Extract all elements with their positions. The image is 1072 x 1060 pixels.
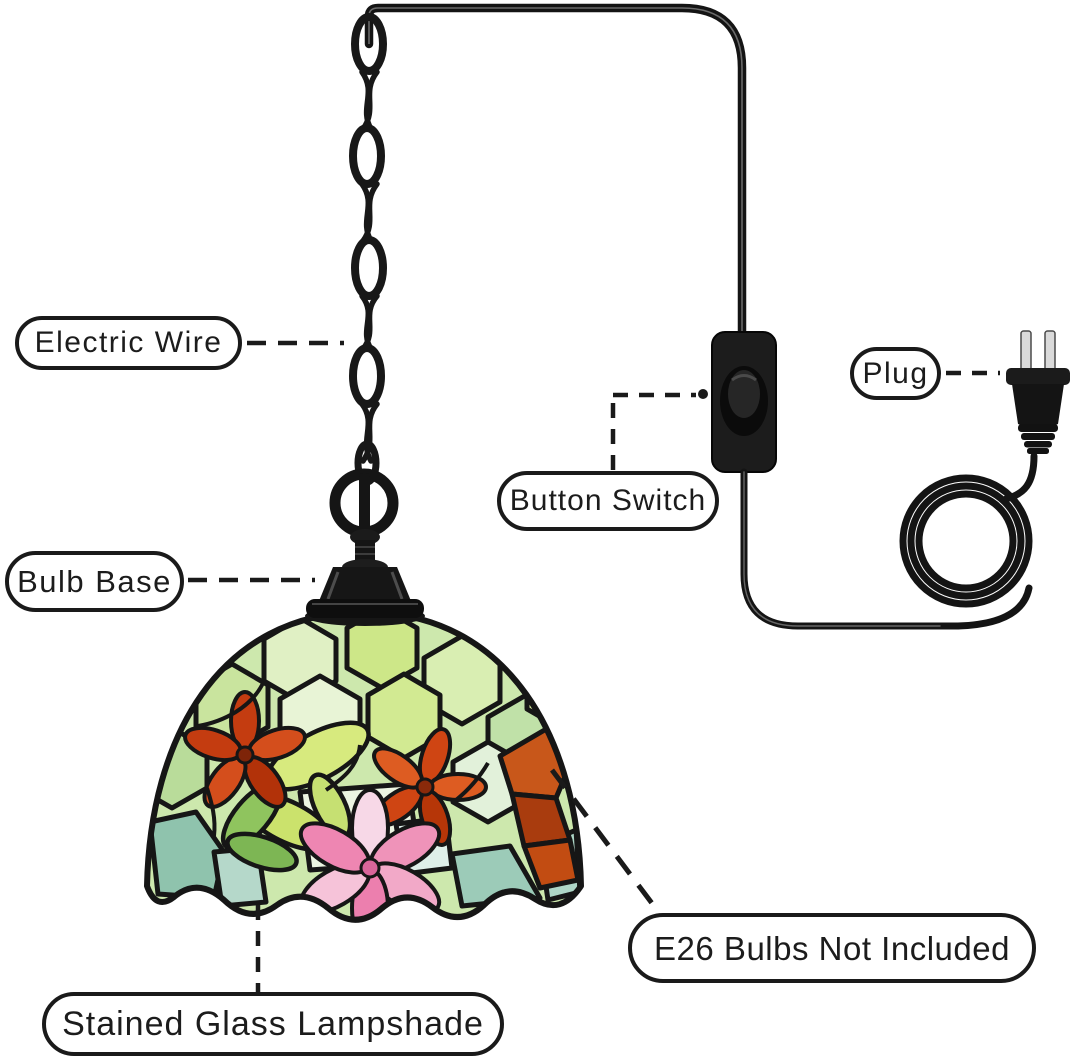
stained-glass-lampshade bbox=[144, 606, 584, 923]
bulb-base bbox=[306, 529, 424, 618]
label-button-switch: Button Switch bbox=[497, 471, 719, 531]
label-electric-wire: Electric Wire bbox=[15, 316, 242, 370]
label-bulb-base: Bulb Base bbox=[5, 551, 184, 612]
power-plug bbox=[1006, 330, 1070, 454]
hanging-chain bbox=[349, 13, 387, 486]
label-stained-glass-lampshade: Stained Glass Lampshade bbox=[42, 992, 504, 1056]
button-switch bbox=[711, 331, 777, 473]
connector-lines bbox=[188, 340, 1000, 992]
label-plug: Plug bbox=[850, 347, 941, 400]
plug-prong bbox=[1020, 330, 1032, 372]
plug-prong bbox=[1044, 330, 1056, 372]
hanging-ring bbox=[329, 468, 399, 538]
button-switch-connector-dot bbox=[698, 389, 708, 399]
electric-wire bbox=[364, 3, 747, 338]
e26-connector bbox=[550, 768, 662, 916]
coiled-cord bbox=[740, 452, 1038, 630]
label-e26-bulbs-not-included: E26 Bulbs Not Included bbox=[628, 913, 1036, 983]
